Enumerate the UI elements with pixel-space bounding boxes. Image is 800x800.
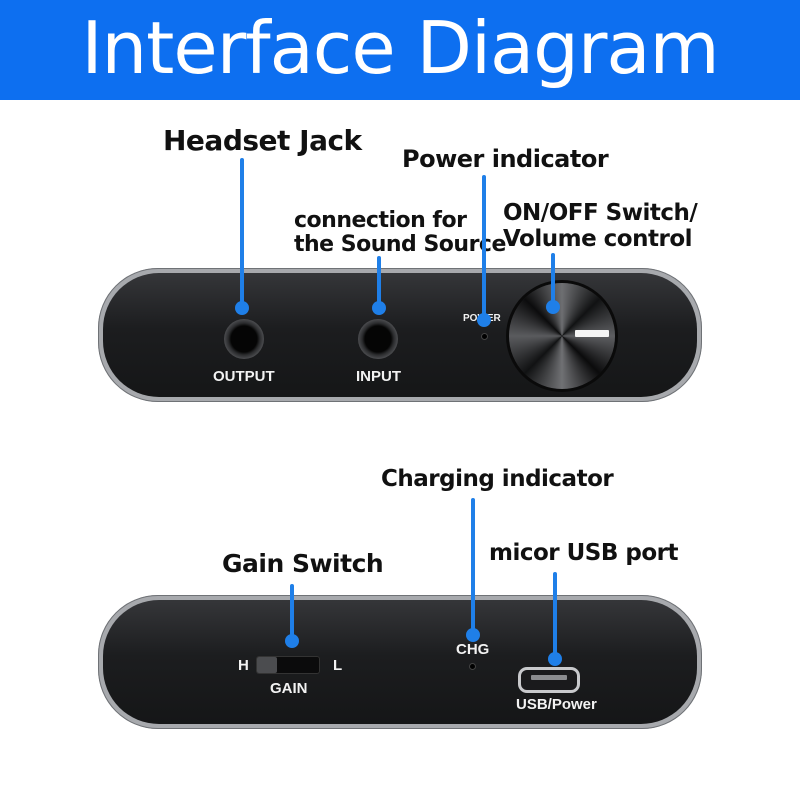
usb-label: USB/Power bbox=[516, 696, 597, 713]
dot-sound-source bbox=[372, 301, 386, 315]
dot-usb-port bbox=[548, 652, 562, 666]
callout-onoff: ON/OFF Switch/ Volume control bbox=[503, 200, 698, 252]
knob-indicator-mark bbox=[575, 330, 609, 337]
callout-sound-source-line1: connection for bbox=[294, 208, 467, 233]
leader-onoff bbox=[551, 253, 555, 305]
bottom-device-panel bbox=[98, 595, 702, 729]
callout-power-indicator: Power indicator bbox=[402, 145, 609, 173]
gain-switch-knob bbox=[257, 657, 277, 673]
dot-headset-jack bbox=[235, 301, 249, 315]
callout-sound-source: connection for the Sound Source bbox=[294, 209, 506, 257]
gain-l-label: L bbox=[333, 657, 343, 674]
input-label: INPUT bbox=[356, 368, 401, 385]
gain-label: GAIN bbox=[270, 680, 308, 697]
callout-gain-switch: Gain Switch bbox=[222, 549, 384, 578]
callout-onoff-line1: ON/OFF Switch/ bbox=[503, 200, 698, 226]
power-led bbox=[482, 334, 487, 339]
leader-gain-switch bbox=[290, 584, 294, 640]
chg-led bbox=[470, 664, 475, 669]
callout-sound-source-line2: the Sound Source bbox=[294, 232, 506, 257]
leader-usb-port bbox=[553, 572, 557, 658]
gain-switch-track bbox=[256, 656, 320, 674]
leader-headset-jack bbox=[240, 158, 244, 306]
callout-onoff-line2: Volume control bbox=[503, 226, 693, 252]
leader-sound-source bbox=[377, 256, 381, 306]
output-label: OUTPUT bbox=[213, 368, 275, 385]
page-title: Interface Diagram bbox=[81, 6, 719, 90]
micro-usb-port bbox=[518, 667, 580, 693]
callout-charging-indicator: Charging indicator bbox=[381, 466, 614, 492]
input-jack bbox=[358, 319, 398, 359]
dot-gain-switch bbox=[285, 634, 299, 648]
volume-knob bbox=[509, 283, 615, 389]
callout-usb-port: micor USB port bbox=[489, 540, 679, 566]
dot-onoff bbox=[546, 300, 560, 314]
dot-power-indicator bbox=[477, 313, 491, 327]
title-banner bbox=[0, 0, 800, 100]
micro-usb-inner bbox=[531, 675, 567, 680]
leader-charging-indicator bbox=[471, 498, 475, 634]
gain-h-label: H bbox=[238, 657, 249, 674]
chg-label: CHG bbox=[456, 641, 490, 658]
bottom-device-face bbox=[103, 600, 697, 724]
callout-headset-jack: Headset Jack bbox=[163, 124, 362, 157]
dot-charging-indicator bbox=[466, 628, 480, 642]
leader-power-indicator bbox=[482, 175, 486, 318]
output-jack bbox=[224, 319, 264, 359]
